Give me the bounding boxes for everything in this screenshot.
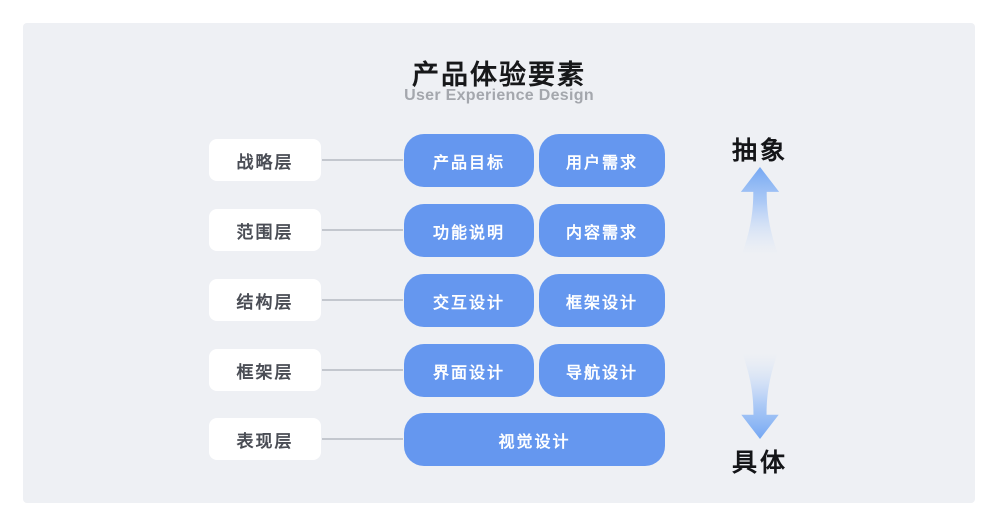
- layer-row-surface: 表现层 视觉设计: [23, 413, 975, 466]
- connector-line: [322, 159, 403, 161]
- layer-row-structure: 结构层 交互设计 框架设计: [23, 274, 975, 327]
- element-box-function-spec: 功能说明: [404, 204, 534, 257]
- element-box-visual-design: 视觉设计: [404, 413, 665, 466]
- element-box-interface-design: 界面设计: [404, 344, 534, 397]
- layer-row-strategy: 战略层 产品目标 用户需求: [23, 134, 975, 187]
- connector-line: [322, 229, 403, 231]
- layer-label-skeleton: 框架层: [209, 349, 321, 391]
- element-box-content-needs: 内容需求: [539, 204, 665, 257]
- layer-label-scope: 范围层: [209, 209, 321, 251]
- element-box-framework-design: 框架设计: [539, 274, 665, 327]
- diagram-panel: 产品体验要素 User Experience Design 战略层 产品目标 用…: [23, 23, 975, 503]
- connector-line: [322, 438, 403, 440]
- axis-label-abstract: 抽象: [731, 137, 788, 165]
- arrow-down-icon: [741, 353, 779, 439]
- layer-label-strategy: 战略层: [209, 139, 321, 181]
- layer-row-scope: 范围层 功能说明 内容需求: [23, 204, 975, 257]
- diagram-subtitle: User Experience Design: [404, 87, 594, 104]
- connector-line: [322, 369, 403, 371]
- layer-row-skeleton: 框架层 界面设计 导航设计: [23, 344, 975, 397]
- layer-label-structure: 结构层: [209, 279, 321, 321]
- layer-label-surface: 表现层: [209, 418, 321, 460]
- element-box-user-needs: 用户需求: [539, 134, 665, 187]
- diagram-title: 产品体验要素: [412, 60, 586, 90]
- arrow-up-icon: [740, 167, 780, 255]
- element-box-navigation-design: 导航设计: [539, 344, 665, 397]
- axis-label-concrete: 具体: [731, 449, 788, 477]
- connector-line: [322, 299, 403, 301]
- element-box-interaction-design: 交互设计: [404, 274, 534, 327]
- element-box-product-goal: 产品目标: [404, 134, 534, 187]
